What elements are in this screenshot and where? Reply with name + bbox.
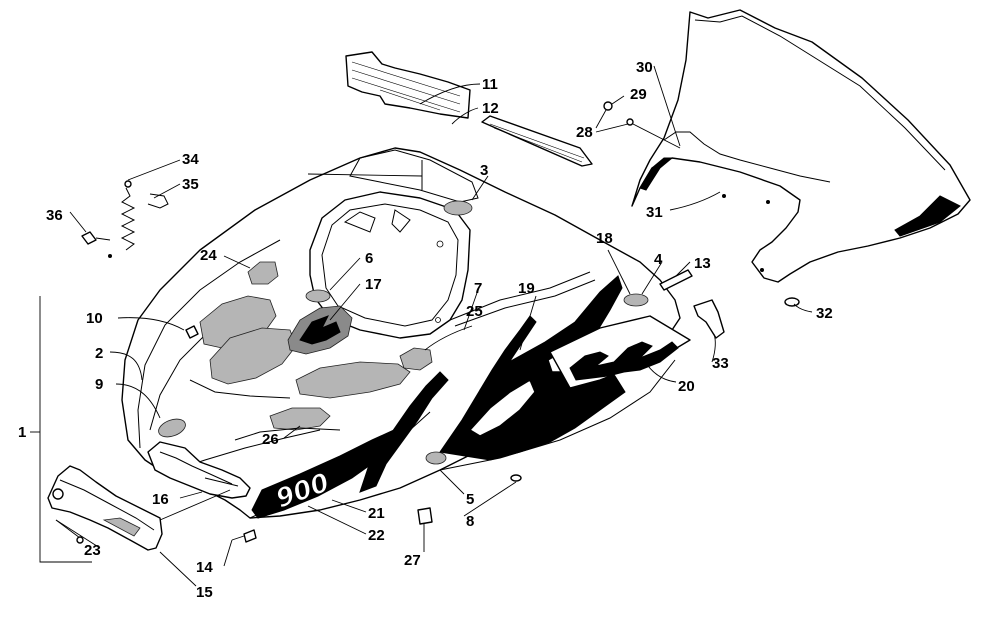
label-25: 25 xyxy=(466,303,483,320)
label-19: 19 xyxy=(518,280,535,297)
label-6: 6 xyxy=(365,250,373,267)
hood[interactable] xyxy=(121,147,681,519)
spring-assembly[interactable] xyxy=(81,180,169,258)
top-plates[interactable] xyxy=(345,51,593,167)
label-11: 11 xyxy=(482,76,498,93)
label-23: 23 xyxy=(84,542,101,559)
label-2: 2 xyxy=(95,345,103,362)
label-13: 13 xyxy=(694,255,711,272)
windshield[interactable] xyxy=(631,9,971,283)
label-17: 17 xyxy=(365,276,382,293)
label-34: 34 xyxy=(182,151,199,168)
front-bumper[interactable] xyxy=(47,465,163,551)
label-5: 5 xyxy=(466,491,474,508)
label-3: 3 xyxy=(480,162,488,179)
label-10: 10 xyxy=(86,310,103,327)
label-4: 4 xyxy=(654,251,663,268)
label-21: 21 xyxy=(368,505,385,522)
label-7: 7 xyxy=(474,280,482,297)
label-16: 16 xyxy=(152,491,169,508)
label-1: 1 xyxy=(18,424,26,441)
label-29: 29 xyxy=(630,86,647,103)
label-35: 35 xyxy=(182,176,199,193)
label-12: 12 xyxy=(482,100,499,117)
label-20: 20 xyxy=(678,378,695,395)
label-14: 14 xyxy=(196,559,213,576)
label-27: 27 xyxy=(404,552,421,569)
label-31: 31 xyxy=(646,204,663,221)
side-decals[interactable]: 900 xyxy=(251,275,691,519)
leader-lines xyxy=(30,65,813,587)
label-8: 8 xyxy=(466,513,474,530)
part-labels: 1 2 3 4 5 6 7 8 9 10 11 12 13 14 15 16 1… xyxy=(18,59,833,601)
label-30: 30 xyxy=(636,59,653,76)
label-15: 15 xyxy=(196,584,213,601)
label-18: 18 xyxy=(596,230,613,247)
label-28: 28 xyxy=(576,124,593,141)
label-36: 36 xyxy=(46,207,63,224)
small-parts[interactable] xyxy=(55,101,800,544)
label-9: 9 xyxy=(95,376,103,393)
label-33: 33 xyxy=(712,355,729,372)
label-26: 26 xyxy=(262,431,279,448)
label-32: 32 xyxy=(816,305,833,322)
label-22: 22 xyxy=(368,527,385,544)
label-24: 24 xyxy=(200,247,217,264)
